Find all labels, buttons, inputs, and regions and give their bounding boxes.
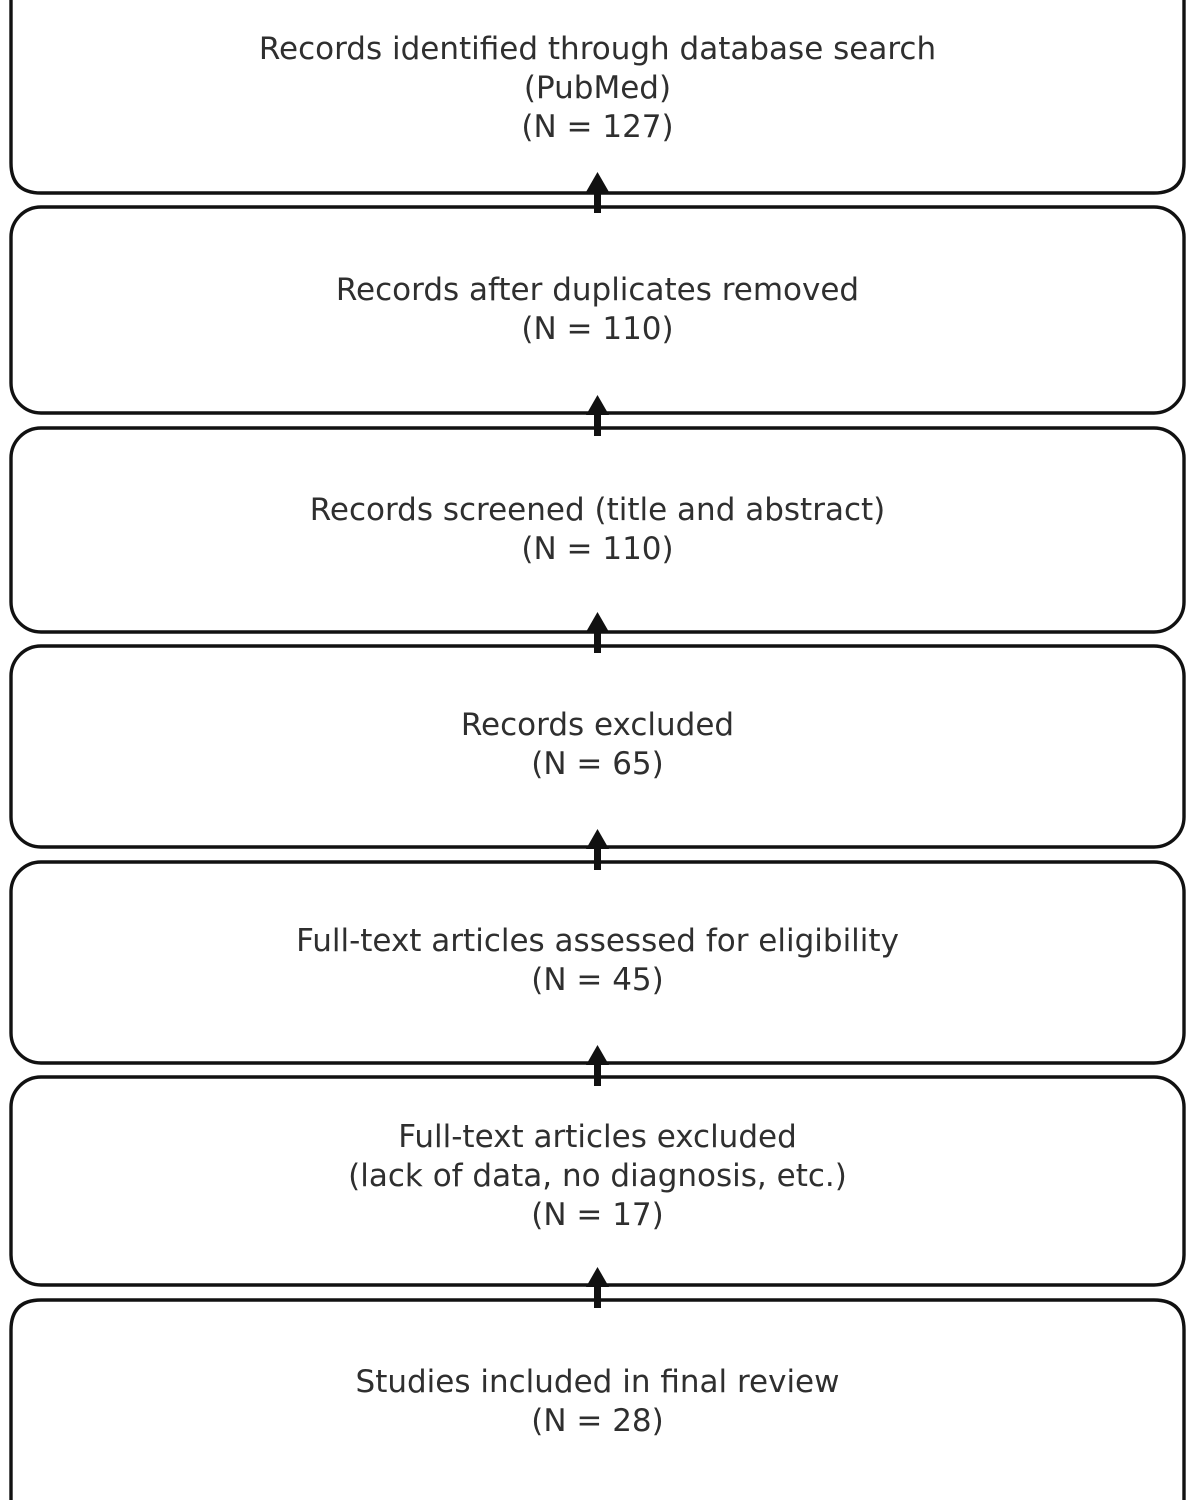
arrow-up-box2-to-box1	[586, 172, 609, 213]
arrow-up-box7-to-box6	[586, 1267, 609, 1308]
label-records-excluded: Records excluded (N = 65)	[460, 707, 735, 782]
label-fulltext-excluded: Full-text articles excluded (lack of dat…	[348, 1119, 847, 1233]
label-records-screened: Records screened (title and abstract) (N…	[309, 492, 886, 567]
arrow-up-box6-to-box5	[586, 1045, 609, 1086]
label-studies-included: Studies included in final review (N = 28…	[355, 1364, 840, 1439]
label-fulltext-assessed: Full-text articles assessed for eligibil…	[296, 923, 899, 998]
arrow-up-box5-to-box4	[586, 829, 609, 870]
label-records-after-duplicates: Records after duplicates removed (N = 11…	[335, 272, 860, 347]
arrow-up-box4-to-box3	[586, 612, 609, 653]
arrow-up-box3-to-box2	[586, 395, 609, 436]
label-records-identified: Records identified through database sear…	[258, 31, 937, 145]
